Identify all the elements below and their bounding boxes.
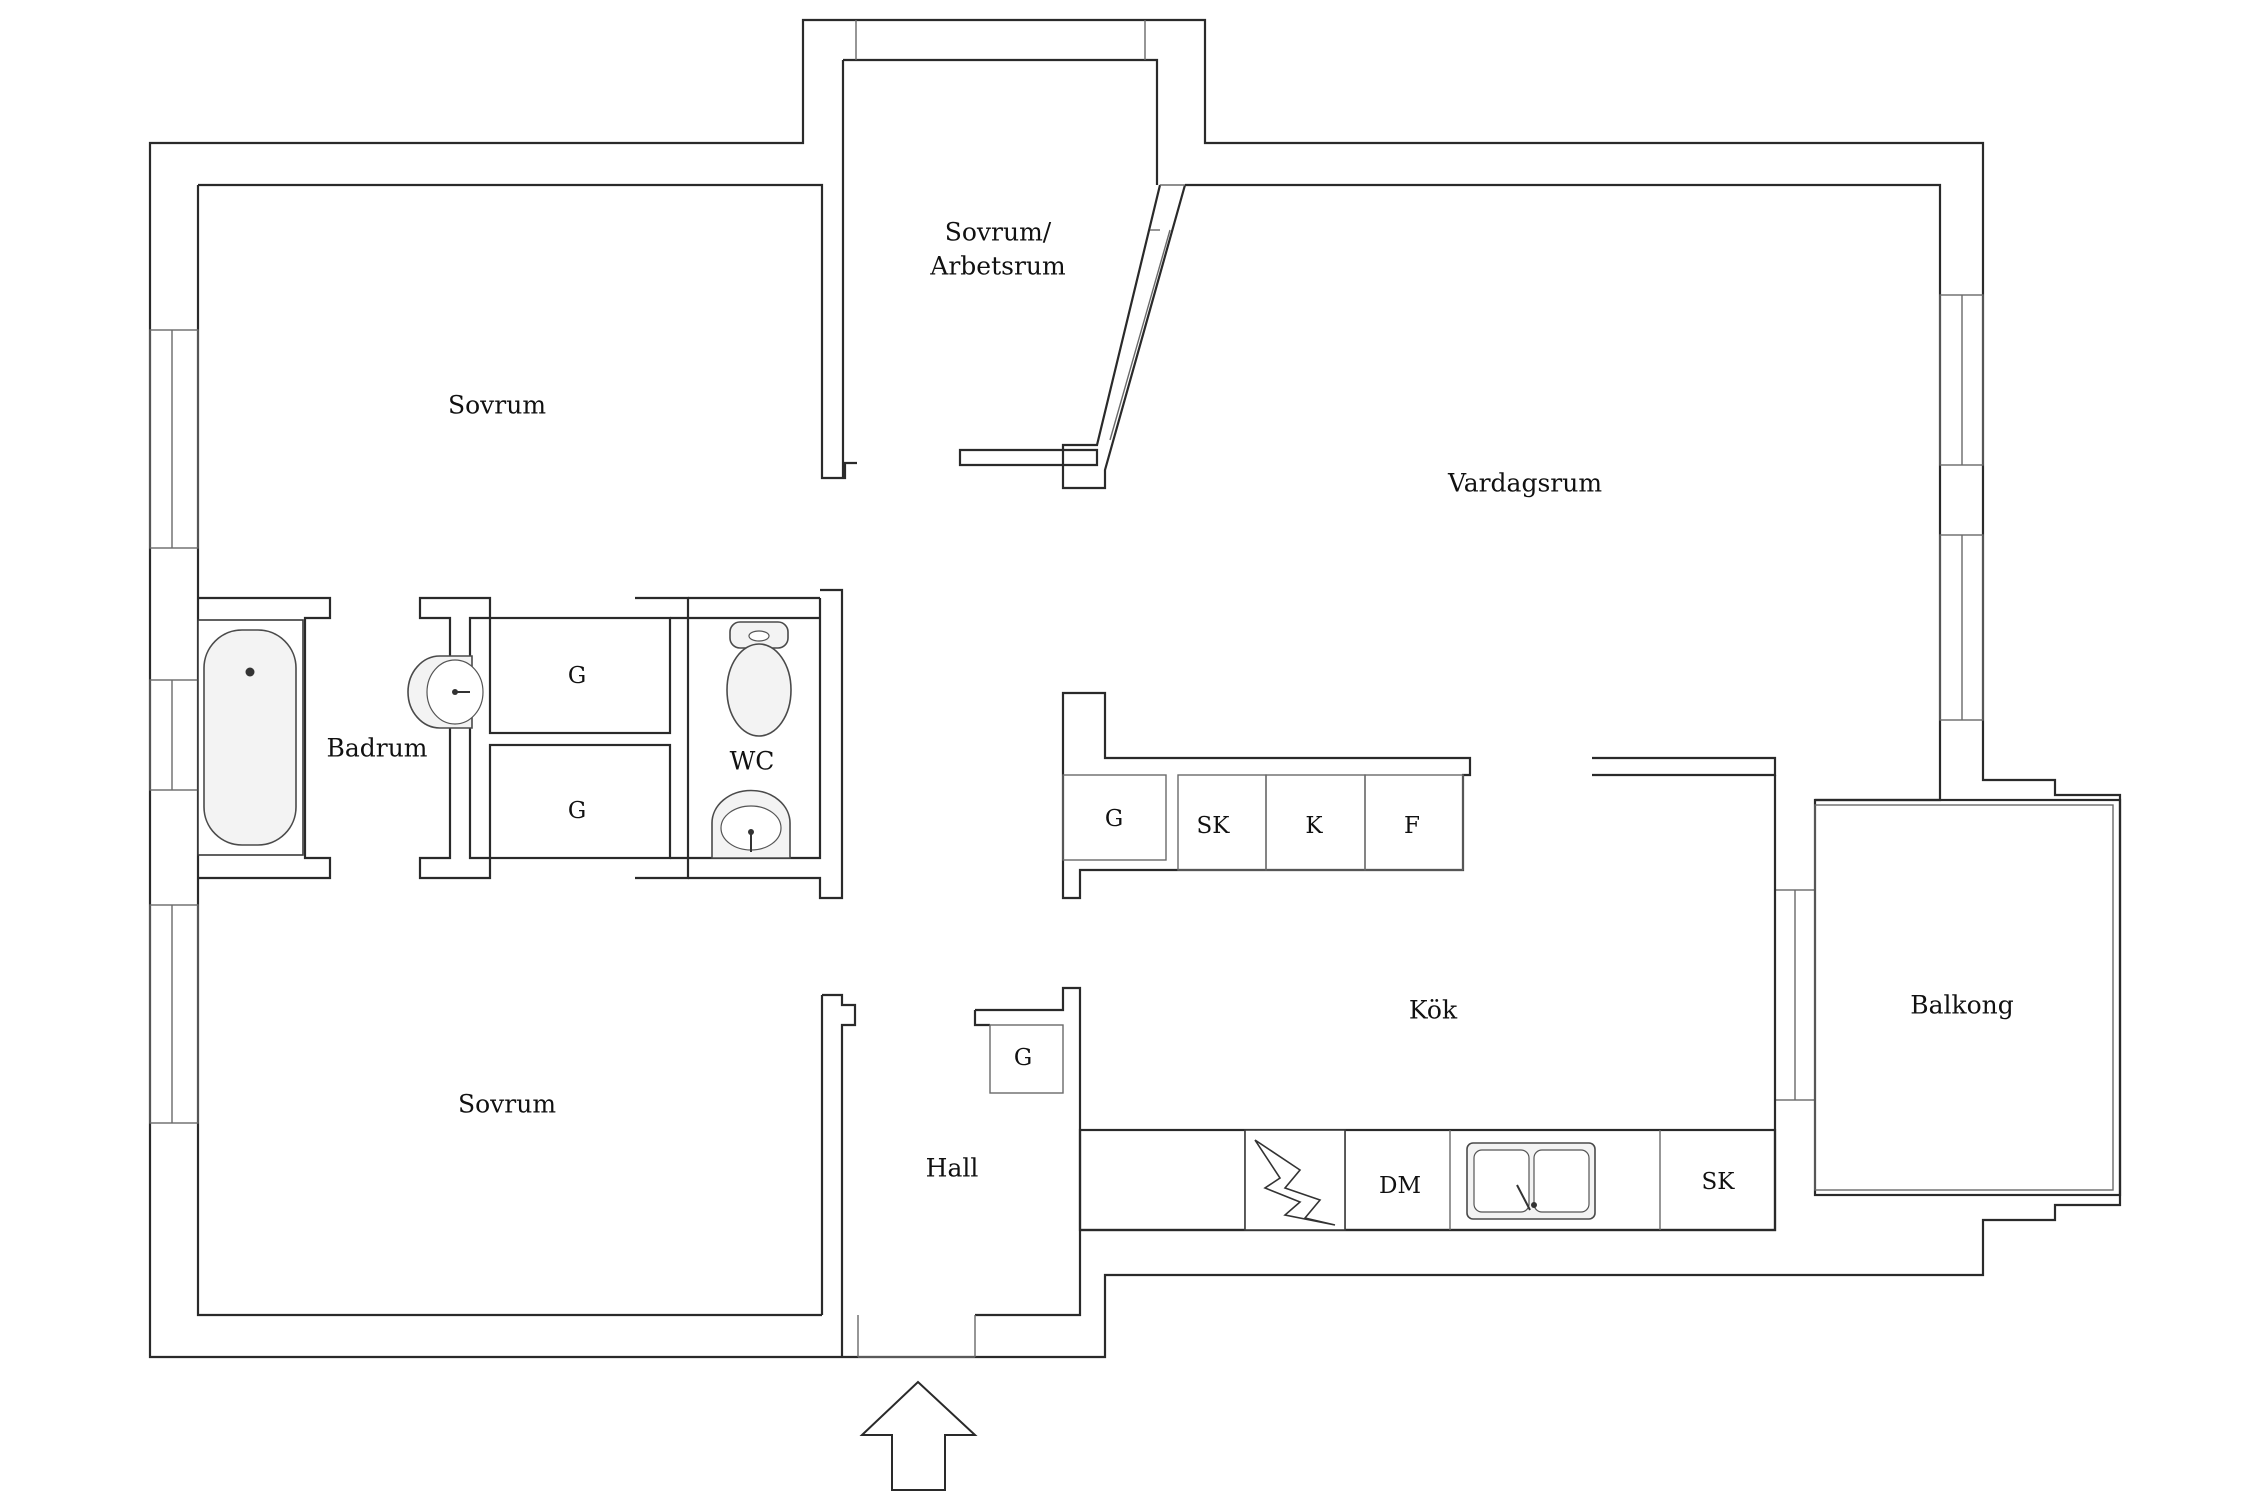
bath-core [198, 588, 844, 900]
room-label-kok: Kök [1409, 996, 1458, 1025]
kitchen-counter [1078, 1128, 1777, 1232]
hall-walls [820, 775, 1777, 1358]
room-label-sovrum-arbetsrum-line1: Sovrum/ [945, 218, 1052, 247]
bathtub-icon [197, 619, 304, 856]
room-label-sovrum-arbetsrum-line2: Arbetsrum [929, 252, 1066, 281]
room-label-sovrum-bottom: Sovrum [458, 1090, 556, 1119]
storage-label-g-upper: G [568, 663, 586, 689]
storage-label-g-kitchen: G [1105, 806, 1123, 832]
storage-label-sk-counter: SK [1702, 1169, 1736, 1195]
windows-right [1774, 294, 1984, 1101]
room-label-sovrum-top: Sovrum [448, 391, 546, 420]
stove-icon [1244, 1129, 1346, 1231]
room-label-hall: Hall [926, 1154, 979, 1183]
sink-icon [407, 655, 484, 729]
room-label-wc: WC [730, 747, 775, 776]
room-label-badrum: Badrum [326, 734, 427, 763]
storage-label-k: K [1305, 813, 1323, 839]
room-label-balkong: Balkong [1910, 991, 2014, 1020]
kitchen-upper-block [1061, 691, 1777, 900]
room-label-vardagsrum: Vardagsrum [1447, 469, 1602, 498]
balkong-area [1813, 798, 2122, 1197]
sink-icon [711, 789, 791, 859]
double-sink-icon [1466, 1142, 1596, 1220]
appliance-label-dm: DM [1379, 1173, 1421, 1199]
toilet-icon [726, 621, 792, 737]
storage-label-f: F [1404, 813, 1420, 839]
storage-label-g-hall: G [1014, 1045, 1032, 1071]
windows-left [149, 329, 199, 1124]
outer-wall [148, 18, 2122, 1359]
slanted-wall [958, 184, 1187, 490]
entrance-arrow-icon [859, 1380, 978, 1491]
storage-label-sk-kitchen: SK [1197, 813, 1231, 839]
storage-label-g-lower: G [568, 798, 586, 824]
